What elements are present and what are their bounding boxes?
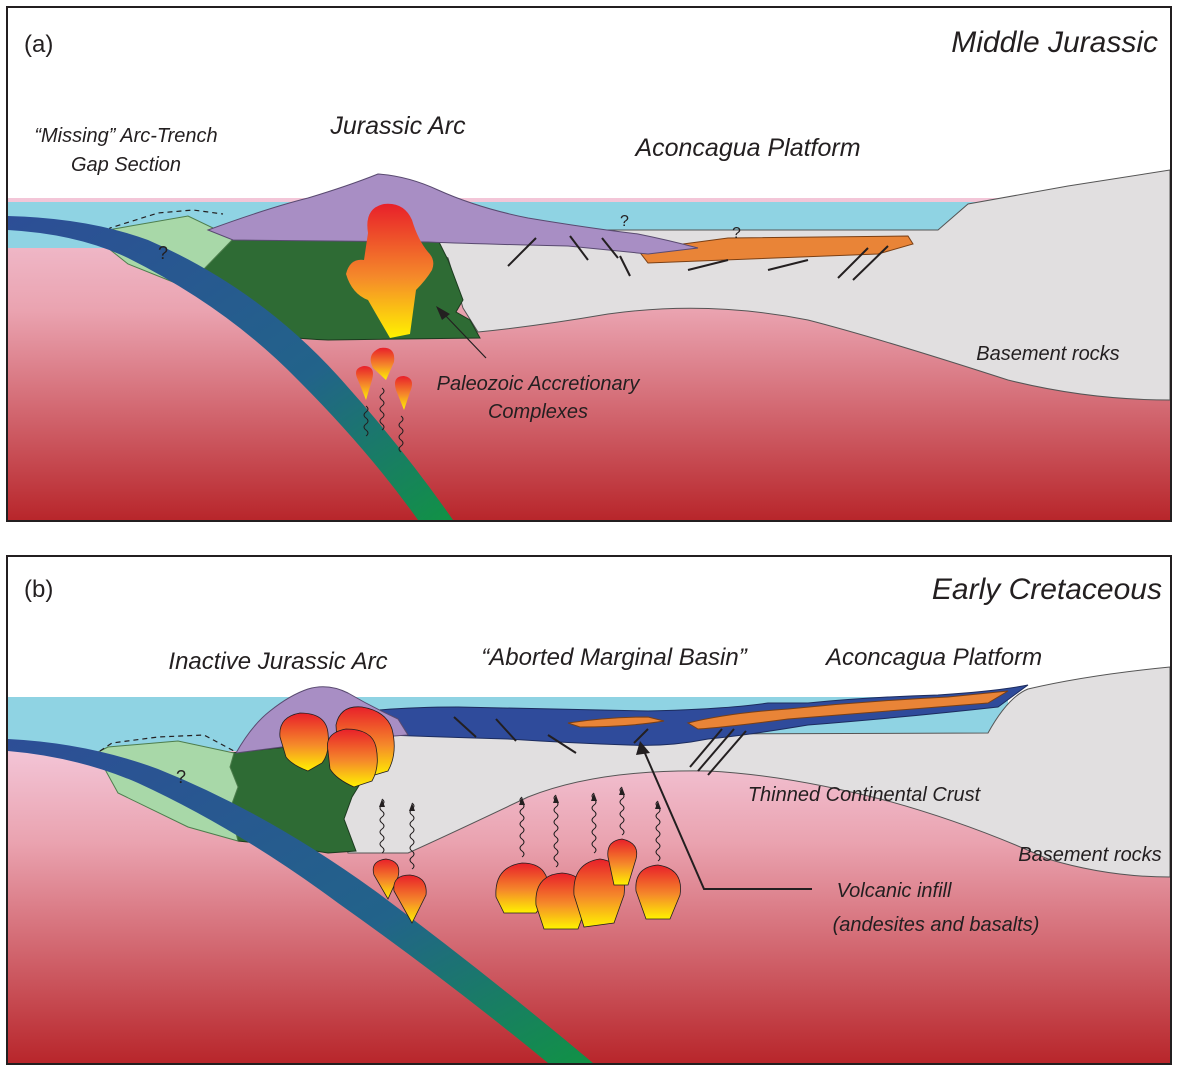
basement-label: Basement rocks	[1018, 844, 1161, 866]
missing-section-label: “Missing” Arc-Trench	[34, 125, 217, 147]
paleozoic-label-2: Complexes	[488, 401, 588, 423]
cross-section-b: (b) Early Cretaceous Inactive Jurassic A…	[8, 557, 1170, 1063]
basement-label: Basement rocks	[976, 343, 1119, 365]
thinned-crust-label: Thinned Continental Crust	[748, 784, 982, 806]
volcanic-infill-label-2: (andesites and basalts)	[833, 914, 1040, 936]
volcanic-infill-label: Volcanic infill	[837, 880, 952, 902]
platform-label: Aconcagua Platform	[633, 134, 860, 162]
question-mark: ?	[732, 225, 741, 242]
cross-section-a: (a) Middle Jurassic “Missing” Arc-Trench…	[8, 8, 1170, 520]
panel-a-middle-jurassic: (a) Middle Jurassic “Missing” Arc-Trench…	[6, 6, 1172, 522]
period-title: Middle Jurassic	[951, 26, 1158, 59]
paleozoic-label: Paleozoic Accretionary	[437, 373, 641, 395]
period-title: Early Cretaceous	[932, 573, 1162, 606]
jurassic-arc-label: Jurassic Arc	[329, 112, 466, 140]
question-mark: ?	[176, 767, 186, 787]
question-mark: ?	[620, 213, 629, 230]
panel-b-early-cretaceous: (b) Early Cretaceous Inactive Jurassic A…	[6, 555, 1172, 1065]
panel-letter: (b)	[24, 576, 53, 603]
aborted-basin-label: “Aborted Marginal Basin”	[481, 644, 747, 671]
panel-letter: (a)	[24, 31, 53, 58]
question-mark: ?	[158, 243, 168, 263]
platform-label: Aconcagua Platform	[824, 644, 1042, 671]
inactive-arc-label: Inactive Jurassic Arc	[168, 648, 387, 675]
missing-section-label-2: Gap Section	[71, 154, 181, 176]
